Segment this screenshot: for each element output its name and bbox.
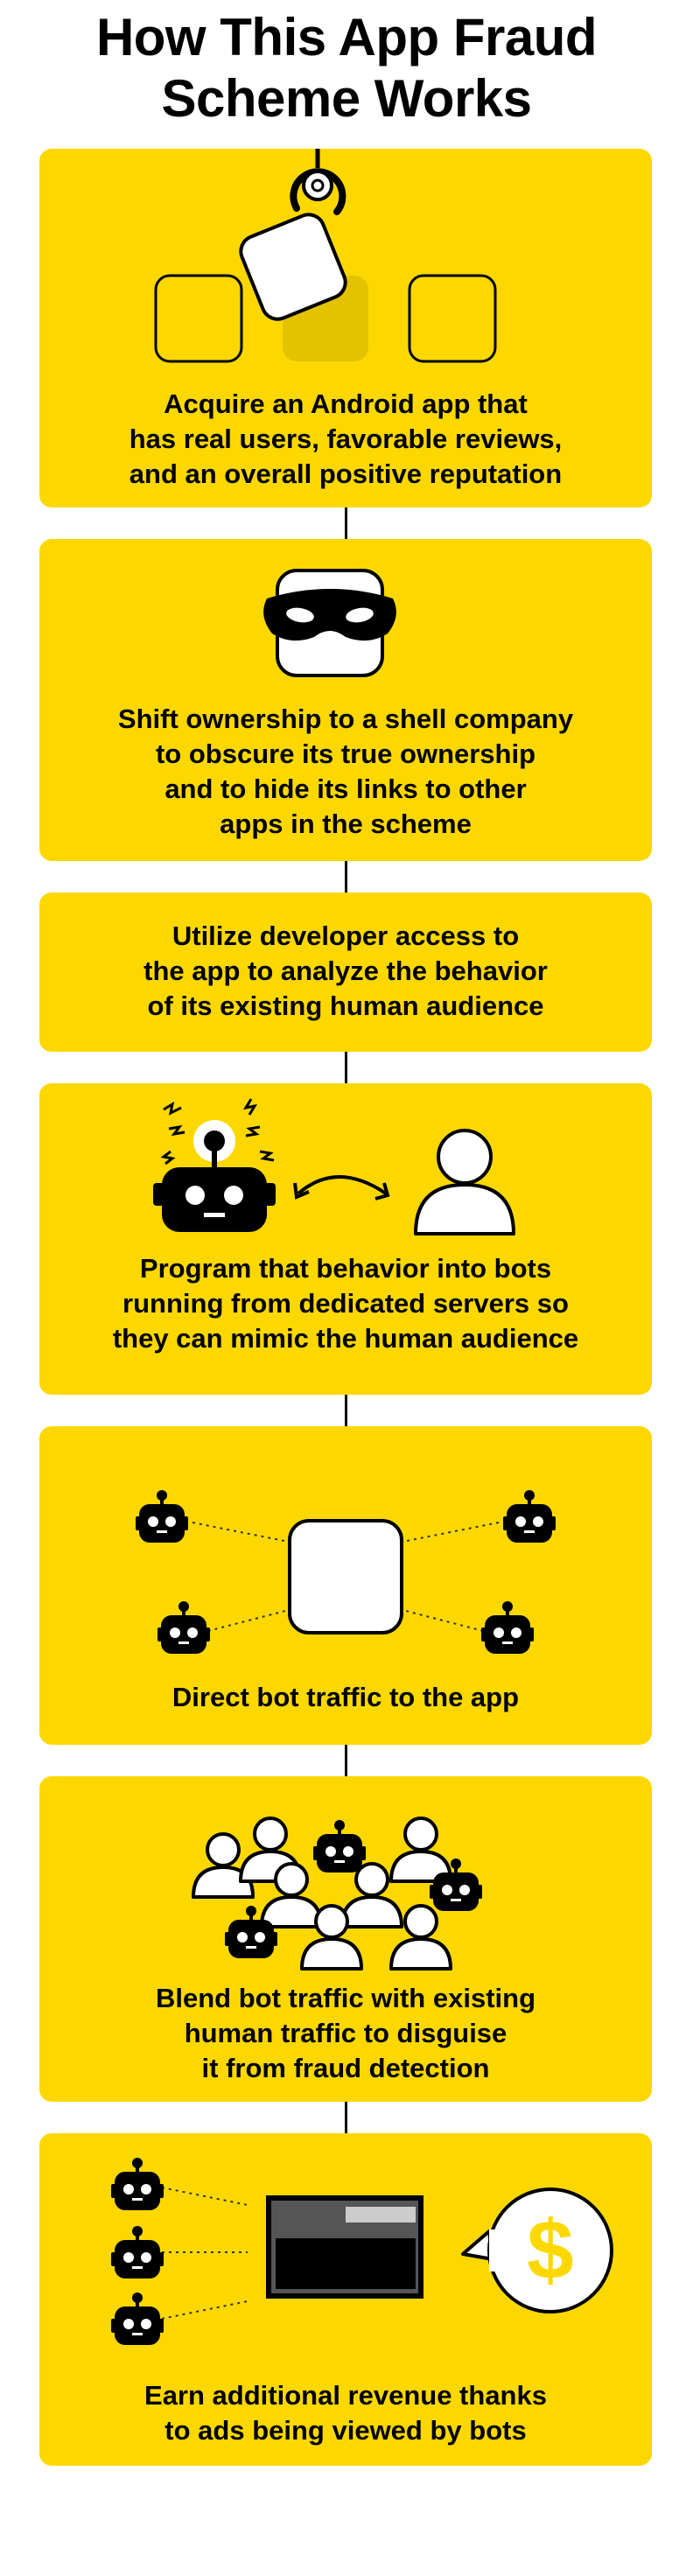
step-card-program-bots: Program that behavior into bots running … xyxy=(39,1083,652,1395)
step-caption: Program that behavior into bots running … xyxy=(112,1253,579,1354)
step-connector xyxy=(345,2102,347,2133)
person-icon xyxy=(414,1129,515,1236)
bot-icon xyxy=(501,1488,557,1544)
svg-text:$: $ xyxy=(527,2203,573,2297)
step-connector xyxy=(345,1052,347,1083)
bot-icon xyxy=(156,1600,212,1656)
dollar-bubble-icon: $ xyxy=(461,2188,613,2314)
step-card-blend-traffic: Blend bot traffic with existing human tr… xyxy=(39,1776,652,2102)
step-caption: Blend bot traffic with existing human tr… xyxy=(155,1983,536,2083)
crowd-icon xyxy=(192,1816,484,1970)
claw-grabbing-app-icon xyxy=(154,149,497,363)
step-card-acquire-app: Acquire an Android app that has real use… xyxy=(39,149,652,508)
step-connector xyxy=(345,861,347,892)
step-caption: Utilize developer access to the app to a… xyxy=(144,920,548,1021)
step-card-earn-revenue: $ Earn additional revenue thanks to ads … xyxy=(39,2133,652,2466)
bot-icon xyxy=(109,2156,165,2212)
ad-screen-icon xyxy=(266,2195,424,2299)
page-title-line-2: Scheme Works xyxy=(161,69,532,128)
masked-app-icon xyxy=(263,569,396,677)
app-icon xyxy=(288,1519,403,1634)
step-connector xyxy=(345,508,347,539)
step-caption: Acquire an Android app that has real use… xyxy=(129,388,563,489)
page-title: How This App Fraud Scheme Works xyxy=(0,7,693,130)
step-card-shell-company: Shift ownership to a shell company to ob… xyxy=(39,539,652,861)
step-card-direct-traffic: Direct bot traffic to the app xyxy=(39,1426,652,1745)
step-caption: Direct bot traffic to the app xyxy=(172,1682,520,1712)
bot-icon xyxy=(480,1600,536,1656)
step-caption: Earn additional revenue thanks to ads be… xyxy=(144,2380,547,2446)
step-card-analyze-behavior: Utilize developer access to the app to a… xyxy=(39,892,652,1052)
bot-icon xyxy=(109,2224,165,2280)
bot-icon xyxy=(153,1130,276,1232)
double-arrow-icon xyxy=(293,1175,390,1200)
step-connector xyxy=(345,1745,347,1776)
bot-icon xyxy=(109,2291,165,2347)
page-title-line-1: How This App Fraud xyxy=(95,8,598,66)
step-connector xyxy=(345,1395,347,1426)
bot-icon xyxy=(134,1488,190,1544)
step-caption: Shift ownership to a shell company to ob… xyxy=(117,704,574,839)
